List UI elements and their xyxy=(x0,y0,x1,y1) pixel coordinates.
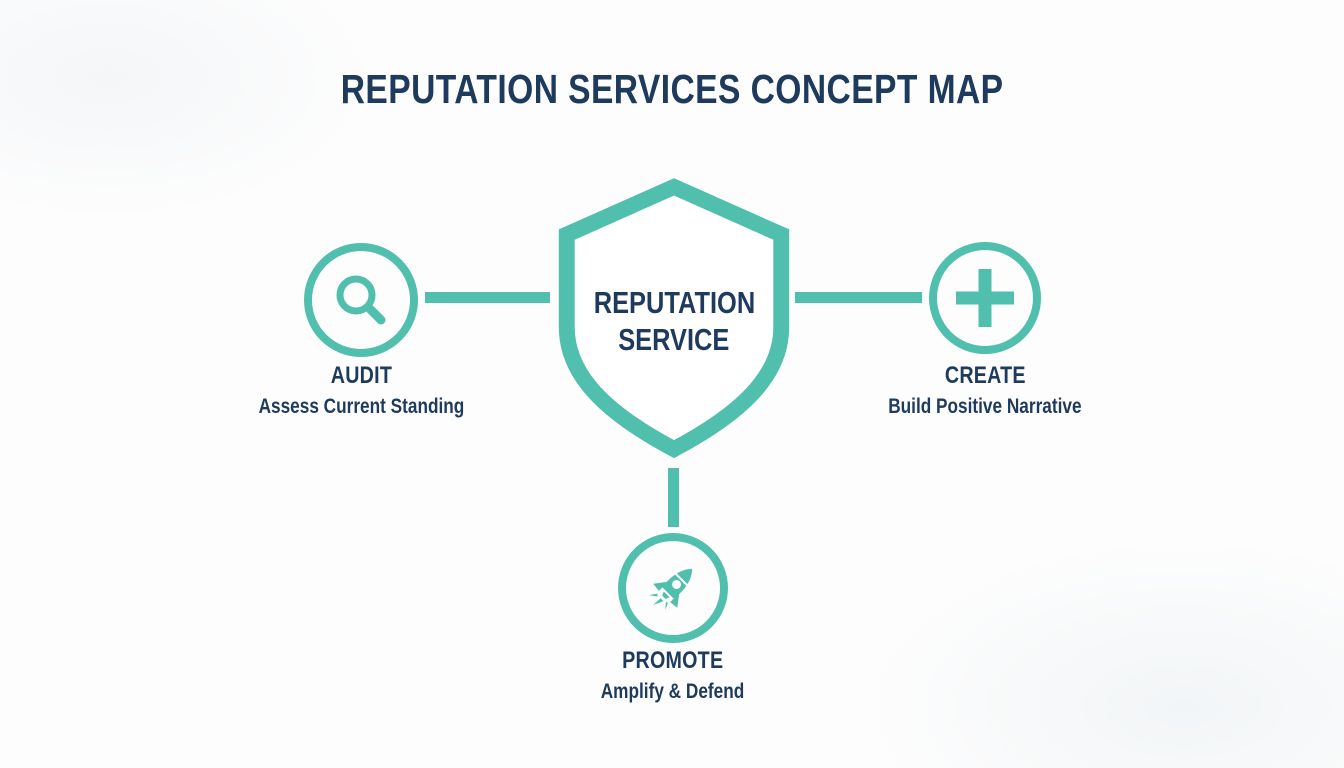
plus-icon xyxy=(956,269,1014,327)
create-label: CREATE xyxy=(944,362,1026,389)
create-node-label: CREATE Build Positive Narrative xyxy=(825,362,1145,419)
rocket-icon xyxy=(648,568,693,610)
audit-node-label: AUDIT Assess Current Standing xyxy=(201,362,521,419)
create-node-circle xyxy=(929,242,1041,354)
promote-node-circle xyxy=(618,533,728,643)
connector-center-to-promote xyxy=(668,468,679,527)
page-title-text: REPUTATION SERVICES CONCEPT MAP xyxy=(340,66,1004,112)
create-description: Build Positive Narrative xyxy=(888,395,1082,418)
audit-label: AUDIT xyxy=(330,362,392,389)
center-label-line2: SERVICE xyxy=(618,322,730,357)
shield-icon xyxy=(558,178,790,459)
audit-node-circle xyxy=(304,243,418,357)
magnifier-icon xyxy=(336,275,386,325)
page-title: REPUTATION SERVICES CONCEPT MAP xyxy=(0,66,1344,113)
center-node-label: REPUTATION SERVICE xyxy=(549,284,799,358)
audit-description: Assess Current Standing xyxy=(258,395,464,418)
promote-node-label: PROMOTE Amplify & Defend xyxy=(513,647,833,704)
connector-center-to-create xyxy=(795,292,922,303)
center-label-line1: REPUTATION xyxy=(593,285,755,320)
connector-audit-to-center xyxy=(425,292,550,303)
promote-label: PROMOTE xyxy=(622,647,724,674)
promote-description: Amplify & Defend xyxy=(601,680,745,703)
